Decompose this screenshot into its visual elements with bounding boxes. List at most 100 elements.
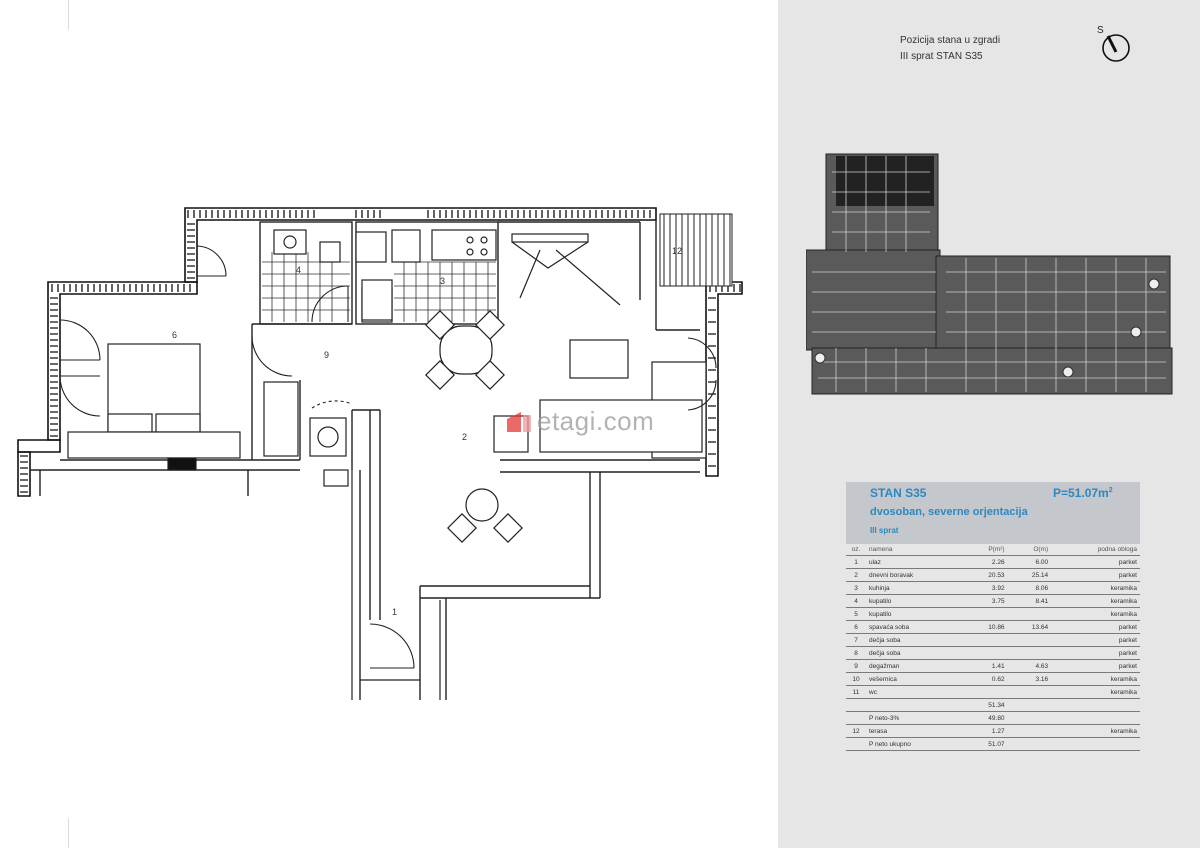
table-cell (963, 633, 1008, 647)
table-cell: dečja soba (866, 646, 964, 660)
terrace-name: terasa (866, 724, 964, 738)
table-cell: 20.53 (963, 568, 1008, 582)
table-cell: parket (1051, 555, 1140, 569)
unit-name: STAN S35 (870, 486, 927, 500)
table-cell: 11 (846, 685, 866, 699)
table-cell: 13.64 (1007, 620, 1052, 634)
table-cell: 2.26 (963, 555, 1008, 569)
entrance-walls (351, 470, 441, 700)
neto-value: 49.80 (963, 711, 1008, 725)
radiator-icon (167, 457, 197, 471)
crop-mark-bottom (68, 818, 69, 848)
terrace-row: 12 terasa 1.27 keramika (846, 724, 1140, 738)
table-cell: 8.06 (1007, 581, 1052, 595)
table-cell: 8.41 (1007, 594, 1052, 608)
table-cell: 9 (846, 659, 866, 673)
unit-header: STAN S35 P=51.07m2 dvosoban, severne orj… (846, 482, 1140, 544)
table-cell: parket (1051, 633, 1140, 647)
table-cell (1007, 646, 1052, 660)
exterior-walls (17, 207, 743, 497)
table-cell (963, 646, 1008, 660)
highlighted-unit (836, 156, 934, 206)
table-cell: kupatilo (866, 607, 964, 621)
table-cell: 3.16 (1007, 672, 1052, 686)
table-cell: parket (1051, 646, 1140, 660)
room-label-12: 12 (672, 246, 682, 256)
subtotal-value: 51.34 (963, 698, 1008, 712)
interior-walls (30, 220, 700, 700)
floor-plan: 1 2 3 4 6 9 12 (17, 207, 743, 700)
subtotal-row: 51.34 (846, 698, 1140, 712)
table-cell: wc (866, 685, 964, 699)
neto-label: P neto-3% (866, 711, 964, 725)
table-cell: 0.62 (963, 672, 1008, 686)
position-caption: Pozicija stana u zgradi III sprat STAN S… (900, 33, 1000, 65)
room-label-9: 9 (324, 350, 329, 360)
col-header: P(m²) (963, 544, 1008, 556)
table-cell: 6.00 (1007, 555, 1052, 569)
unit-area: P=51.07m2 (1053, 486, 1113, 500)
table-cell (963, 607, 1008, 621)
etagi-logo-icon (507, 411, 531, 432)
total-label: P neto ukupno (866, 737, 964, 751)
table-cell: keramika (1051, 607, 1140, 621)
terrace-perimeter (1007, 724, 1052, 738)
table-cell: degažman (866, 659, 964, 673)
stove-burner-icon (466, 236, 474, 244)
table-cell: 6 (846, 620, 866, 634)
table-cell: keramika (1051, 581, 1140, 595)
room-label-6: 6 (172, 330, 177, 340)
etagi-logo-text: etagi.com (537, 406, 655, 436)
table-cell: 3.92 (963, 581, 1008, 595)
etagi-watermark: etagi.com (505, 406, 654, 437)
building-key-plan (806, 153, 1173, 395)
table-cell: kuhinja (866, 581, 964, 595)
table-cell: 3 (846, 581, 866, 595)
neto-row: P neto-3% 49.80 (846, 711, 1140, 725)
doors (59, 245, 717, 669)
bathroom-tiles (262, 252, 496, 322)
col-header: O(m) (1007, 544, 1052, 556)
table-cell: vešernica (866, 672, 964, 686)
unit-description: dvosoban, severne orjentacija (870, 506, 1028, 518)
compass-icon: S (1097, 25, 1130, 62)
unit-info: STAN S35 P=51.07m2 dvosoban, severne orj… (846, 482, 1140, 751)
terrace-floor: keramika (1051, 724, 1140, 738)
terrace-num: 12 (846, 724, 866, 738)
table-cell: 1 (846, 555, 866, 569)
round-table-icon (465, 488, 499, 522)
sink-icon (273, 229, 307, 255)
table-cell: 7 (846, 633, 866, 647)
coffee-table-icon (569, 339, 629, 379)
table-cell: parket (1051, 620, 1140, 634)
table-cell (1007, 607, 1052, 621)
wall-hatch (20, 210, 741, 493)
room-label-4: 4 (296, 265, 301, 275)
table-cell: 10 (846, 672, 866, 686)
table-cell: 10.86 (963, 620, 1008, 634)
compass-label: S (1097, 25, 1104, 36)
table-cell: 8 (846, 646, 866, 660)
terrace (659, 213, 733, 287)
room-labels: 1 2 3 4 6 9 12 (172, 246, 682, 617)
table-cell: kupatilo (866, 594, 964, 608)
table-cell: dnevni boravak (866, 568, 964, 582)
col-header: oz. (846, 544, 866, 556)
table-cell: 1.41 (963, 659, 1008, 673)
toilet-icon (319, 241, 341, 263)
table-cell: keramika (1051, 685, 1140, 699)
table-cell: 5 (846, 607, 866, 621)
room-label-1: 1 (392, 607, 397, 617)
total-value: 51.07 (963, 737, 1008, 751)
